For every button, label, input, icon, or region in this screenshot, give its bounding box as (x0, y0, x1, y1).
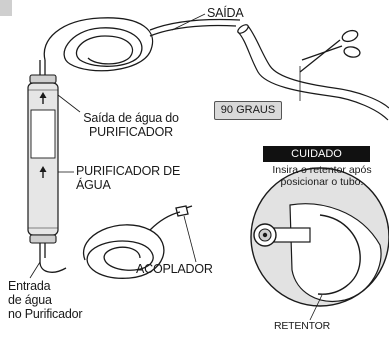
coupler-icon (175, 205, 193, 217)
saida-purificador-leader (57, 94, 81, 113)
degree-badge: 90 GRAUS (214, 101, 282, 120)
label-entrada-line1: Entrada (8, 279, 51, 293)
caution-banner: CUIDADO (263, 146, 370, 162)
saida-leader (171, 13, 206, 31)
label-acoplador: ACOPLADOR (136, 262, 213, 276)
tube-cut-detail (237, 24, 389, 121)
entrada-leader (29, 261, 41, 279)
label-saida: SAÍDA (207, 6, 244, 20)
caution-note-line1: Insira o retentor após (272, 164, 372, 176)
scissors-icon (299, 29, 361, 73)
arrow-up-icon (39, 166, 47, 178)
arrow-up-icon (39, 92, 47, 104)
label-saida-purificador: Saída de água do PURIFICADOR (78, 111, 184, 139)
output-tube-coil (39, 17, 241, 75)
label-entrada-line3: no Purificador (8, 307, 83, 321)
label-saida-purificador-line2: PURIFICADOR (89, 125, 173, 139)
water-filter (27, 74, 59, 244)
label-purificador: PURIFICADOR DE ÁGUA (76, 164, 180, 192)
corner-tab (0, 0, 12, 16)
label-purificador-line2: ÁGUA (76, 178, 111, 192)
caution-note: Insira o retentor após posicionar o tubo… (258, 164, 386, 188)
label-retentor: RETENTOR (274, 320, 330, 332)
acoplador-leader (183, 215, 197, 263)
retainer-detail (250, 167, 389, 307)
label-entrada-line2: de água (8, 293, 52, 307)
label-saida-purificador-line1: Saída de água do (83, 111, 179, 125)
caution-note-line2: posicionar o tubo. (280, 176, 364, 188)
label-entrada: Entrada de água no Purificador (8, 279, 83, 321)
retentor-leader (309, 294, 323, 321)
label-purificador-line1: PURIFICADOR DE (76, 164, 181, 178)
